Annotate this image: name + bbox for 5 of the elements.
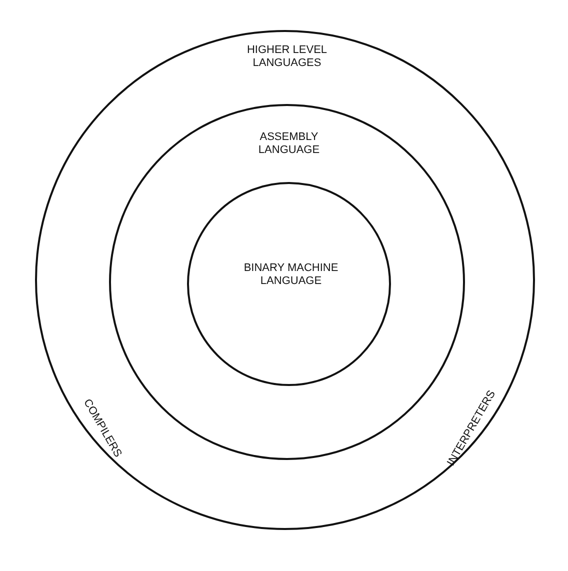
ring-label: BINARY MACHINE LANGUAGE	[242, 262, 340, 288]
ring-circle	[187, 182, 391, 386]
ring-label: ASSEMBLY LANGUAGE	[257, 131, 321, 157]
ring-circle	[35, 30, 535, 530]
ring-label: HIGHER LEVEL LANGUAGES	[246, 44, 328, 70]
